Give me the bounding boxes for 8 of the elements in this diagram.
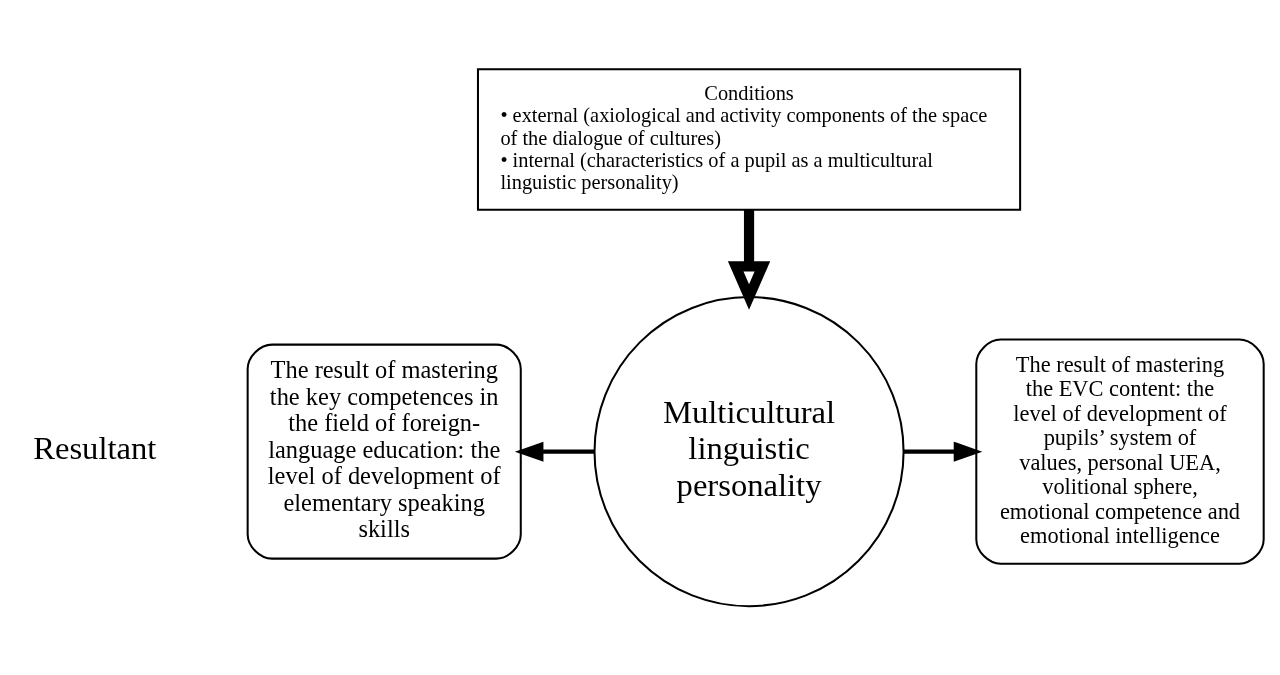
arrow: [727, 209, 771, 310]
node-box: The result of mastering the key competences in the field of foreign-language education: the level of development of elementary speaking skills: [246, 343, 522, 560]
label: Resultant: [33, 430, 157, 467]
node-box: Conditions • external (axiological and activity components of the space of the dialogue of cultures) • internal (characteristics of a pupil as a multicultural linguistic personality): [476, 68, 1022, 211]
node-circle: Multicultural linguistic personality: [593, 296, 905, 608]
arrow: [903, 441, 983, 462]
node-box: The result of mastering the EVC content: the level of development of pupils’ system of values, personal UEA, volitional sphere, emotional competence and emotional intelligence: [975, 338, 1265, 565]
arrow: [514, 441, 595, 462]
